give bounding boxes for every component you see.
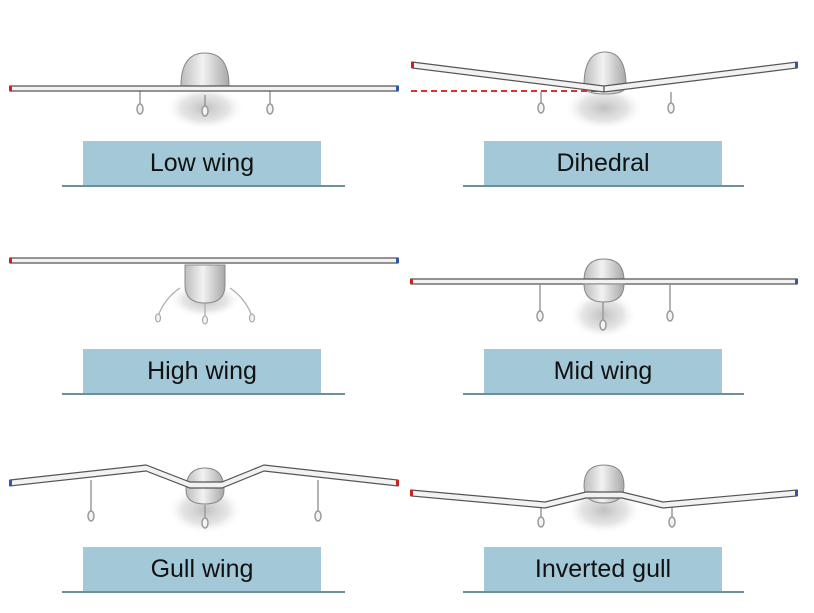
wingtip-light (795, 62, 798, 68)
mid-wing-aircraft (410, 258, 798, 339)
inverted-gull-aircraft (410, 464, 798, 534)
ground-line (62, 591, 345, 593)
label-gull-wing: Gull wing (83, 547, 321, 591)
wingtip-light (795, 279, 798, 284)
wingtip-light (411, 62, 414, 68)
wingtip-light (9, 86, 12, 91)
label-high-wing: High wing (83, 349, 321, 393)
wingtip-light (396, 258, 399, 263)
fuselage (180, 52, 230, 87)
label-text: Low wing (149, 148, 255, 177)
dihedral-aircraft (411, 51, 798, 130)
label-text: High wing (147, 356, 257, 385)
label-mid-wing: Mid wing (484, 349, 722, 393)
landing-gear (87, 480, 322, 529)
landing-gear (136, 90, 274, 117)
fuselage (184, 264, 226, 304)
wing (410, 278, 798, 285)
wingtip-light (396, 86, 399, 91)
fuselage-upper (583, 258, 625, 282)
label-text: Mid wing (553, 356, 653, 385)
landing-gear (537, 92, 675, 114)
label-text: Gull wing (150, 554, 254, 583)
wing (9, 257, 399, 264)
landing-gear (537, 502, 676, 528)
wing (9, 85, 399, 92)
wingtip-light (410, 279, 413, 284)
gull-wing-aircraft (9, 464, 399, 534)
label-low-wing: Low wing (83, 141, 321, 185)
low-wing-aircraft (9, 52, 399, 130)
ground-line (62, 393, 345, 395)
landing-gear (154, 287, 256, 325)
high-wing-aircraft (9, 257, 399, 325)
left-wing (411, 61, 605, 93)
label-inverted-gull: Inverted gull (484, 547, 722, 591)
ground-line (463, 393, 744, 395)
wingtip-light (795, 490, 798, 496)
label-text: Dihedral (556, 148, 650, 177)
wingtip-light (9, 480, 12, 486)
landing-gear (536, 285, 674, 331)
ground-line (463, 591, 744, 593)
ground-line (463, 185, 744, 187)
label-text: Inverted gull (534, 554, 672, 583)
label-dihedral: Dihedral (484, 141, 722, 185)
wingtip-light (9, 258, 12, 263)
fuselage-lower (583, 283, 625, 303)
right-wing (603, 61, 798, 93)
ground-shadow (564, 86, 644, 130)
ground-line (62, 185, 345, 187)
wingtip-light (396, 480, 399, 486)
wingtip-light (410, 490, 413, 496)
